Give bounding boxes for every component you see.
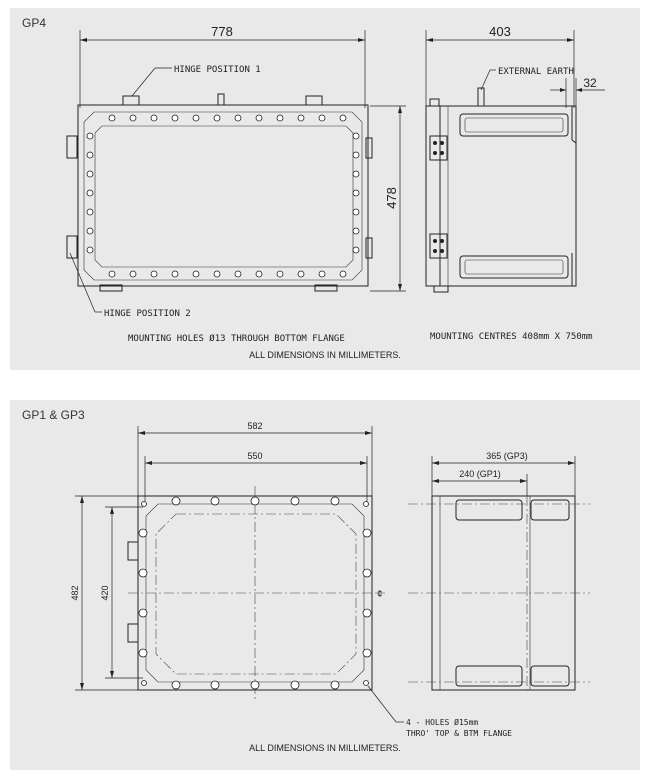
gp13-inner-width-label: 550	[247, 451, 262, 461]
gp4-hinge2-label: HINGE POSITION 2	[104, 309, 191, 319]
gp13-outer-height-dimension: 482	[70, 495, 138, 691]
gp4-height-dimension: 478	[370, 105, 406, 292]
gp13-depth-gp1-label: 240 (GP1)	[459, 469, 501, 479]
gp4-width-label: 778	[211, 24, 233, 39]
gp13-inner-height-dimension: 420	[100, 506, 143, 679]
gp4-front-view	[66, 93, 373, 292]
gp13-depth-gp1-dimension: 240 (GP1)	[432, 469, 528, 496]
gp4-hinge2-callout: HINGE POSITION 2	[69, 252, 191, 319]
gp4-height-label: 478	[384, 187, 399, 209]
gp4-earth-label: EXTERNAL EARTH	[498, 67, 574, 77]
gp4-width-dimension: 778	[79, 24, 366, 108]
gp4-side-view	[425, 87, 577, 293]
gp13-front-view: ¢	[127, 486, 385, 700]
gp4-mounting-holes-note: MOUNTING HOLES Ø13 THROUGH BOTTOM FLANGE	[128, 333, 345, 344]
gp4-depth-label: 403	[489, 24, 511, 39]
gp4-title: GP4	[22, 16, 47, 30]
gp13-side-view	[408, 495, 590, 691]
gp13-panel: GP1 & GP3 582 550 482	[10, 400, 640, 770]
gp13-front-bolts	[138, 496, 372, 690]
gp13-holes-line2: THRO' TOP & BTM FLANGE	[406, 729, 512, 738]
gp13-drawing: 582 550 482 420	[70, 421, 590, 753]
gp4-front-bolts	[86, 114, 360, 278]
gp13-footer-note: ALL DIMENSIONS IN MILLIMETERS.	[249, 743, 401, 753]
gp13-holes-callout: 4 - HOLES Ø15mm THRO' TOP & BTM FLANGE	[367, 685, 512, 738]
gp4-hinge1-label: HINGE POSITION 1	[174, 65, 261, 75]
gp4-panel: GP4 778 403 478	[10, 8, 640, 370]
gp4-flange-label: 32	[583, 76, 597, 90]
gp13-inner-height-label: 420	[100, 585, 110, 600]
gp13-centre-mark: ¢	[377, 589, 383, 600]
gp13-holes-line1: 4 - HOLES Ø15mm	[406, 717, 478, 727]
gp4-earth-callout: EXTERNAL EARTH	[480, 67, 574, 91]
gp13-outer-height-label: 482	[70, 585, 80, 600]
gp13-inner-width-dimension: 550	[144, 451, 368, 506]
gp13-depth-gp3-label: 365 (GP3)	[486, 451, 528, 461]
gp4-flange-dimension: 32	[550, 76, 605, 108]
gp4-drawing: 778 403 478 32	[66, 24, 605, 360]
gp4-depth-dimension: 403	[425, 24, 575, 108]
gp13-depth-gp3-dimension: 365 (GP3)	[431, 451, 576, 496]
gp4-hinge1-callout: HINGE POSITION 1	[131, 65, 261, 97]
gp4-footer-note: ALL DIMENSIONS IN MILLIMETERS.	[249, 350, 401, 360]
gp13-title: GP1 & GP3	[22, 408, 85, 422]
gp13-outer-width-dimension: 582	[137, 421, 373, 496]
gp13-outer-width-label: 582	[247, 421, 262, 431]
gp4-mounting-centres-note: MOUNTING CENTRES 408mm X 750mm	[430, 332, 593, 342]
